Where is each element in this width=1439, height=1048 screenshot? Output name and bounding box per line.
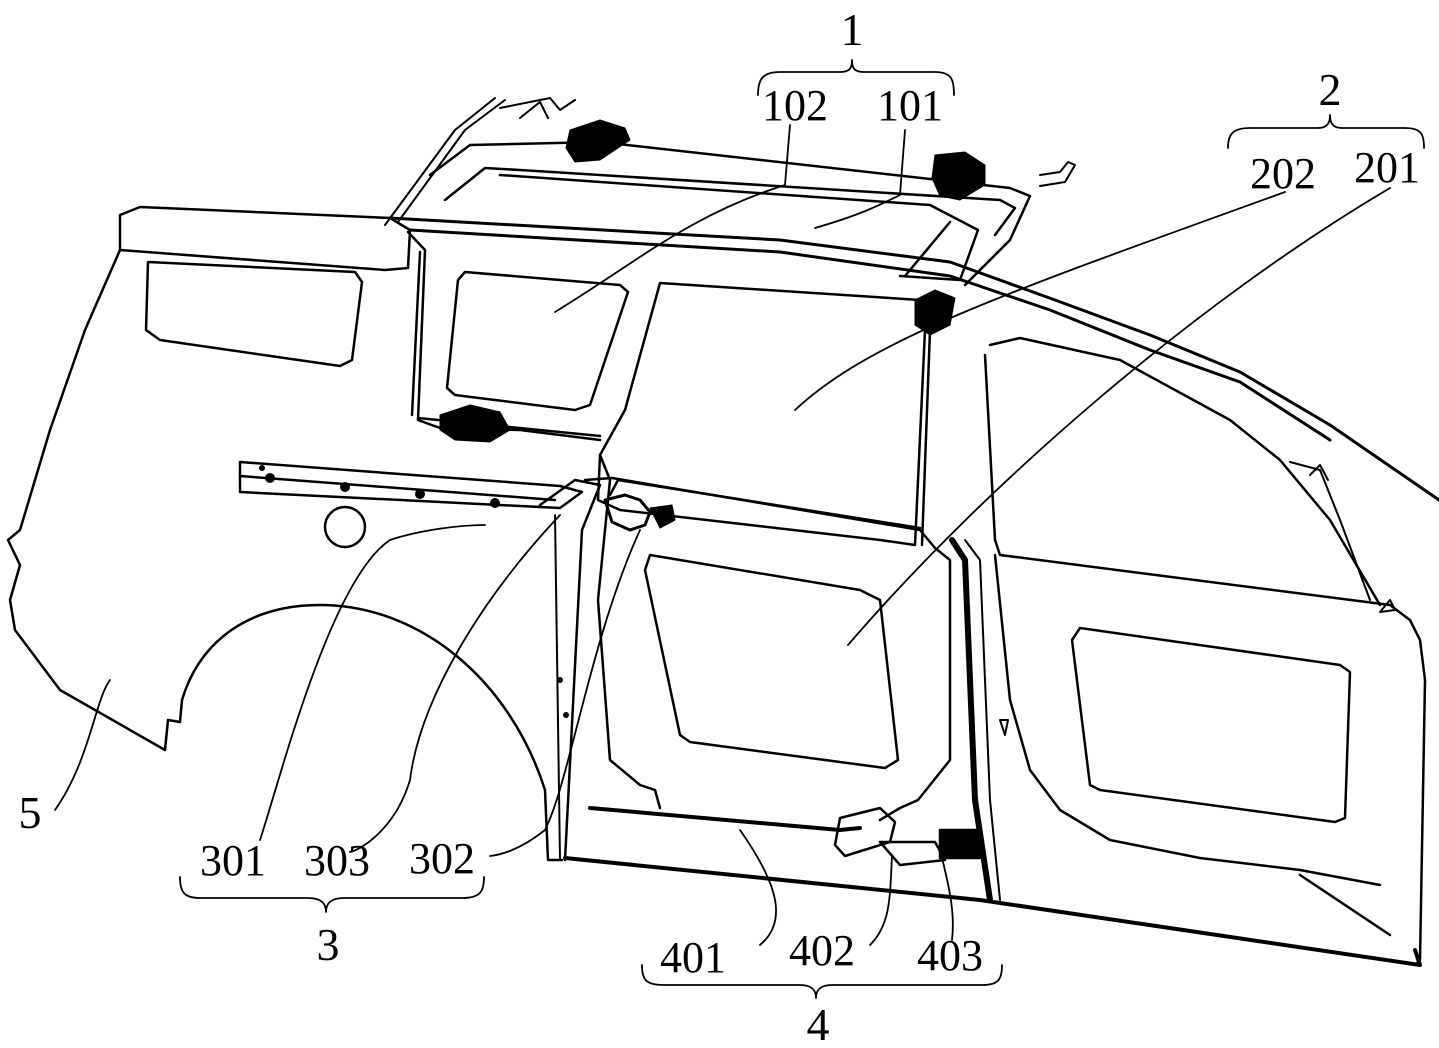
label-202: 202 [1250, 149, 1316, 198]
label-301: 301 [200, 836, 266, 885]
roof-rail [384, 97, 1439, 502]
label-2: 2 [1319, 64, 1342, 115]
leader-lines [54, 124, 1391, 946]
label-403: 403 [917, 931, 983, 980]
group-braces [179, 59, 1425, 999]
b-pillar-and-sill [538, 478, 1422, 967]
sliding-door [583, 281, 952, 822]
label-303: 303 [304, 836, 370, 885]
label-4: 4 [807, 999, 830, 1048]
label-3: 3 [317, 919, 340, 970]
rear-quarter-body [6, 205, 584, 862]
label-102: 102 [762, 81, 828, 130]
label-201: 201 [1354, 143, 1420, 192]
lower-track-bracket [833, 806, 982, 867]
label-401: 401 [660, 933, 726, 982]
label-1: 1 [841, 4, 864, 55]
reference-labels: 1 102 101 2 202 201 5 301 303 302 3 401 … [19, 4, 1421, 1048]
quarter-window-frame [406, 230, 630, 442]
roller-assemblies [439, 119, 986, 532]
label-302: 302 [409, 834, 475, 883]
label-402: 402 [789, 926, 855, 975]
front-door [983, 336, 1427, 967]
label-101: 101 [877, 81, 943, 130]
label-5: 5 [19, 787, 42, 838]
upper-slide-track-assembly [428, 97, 1076, 287]
